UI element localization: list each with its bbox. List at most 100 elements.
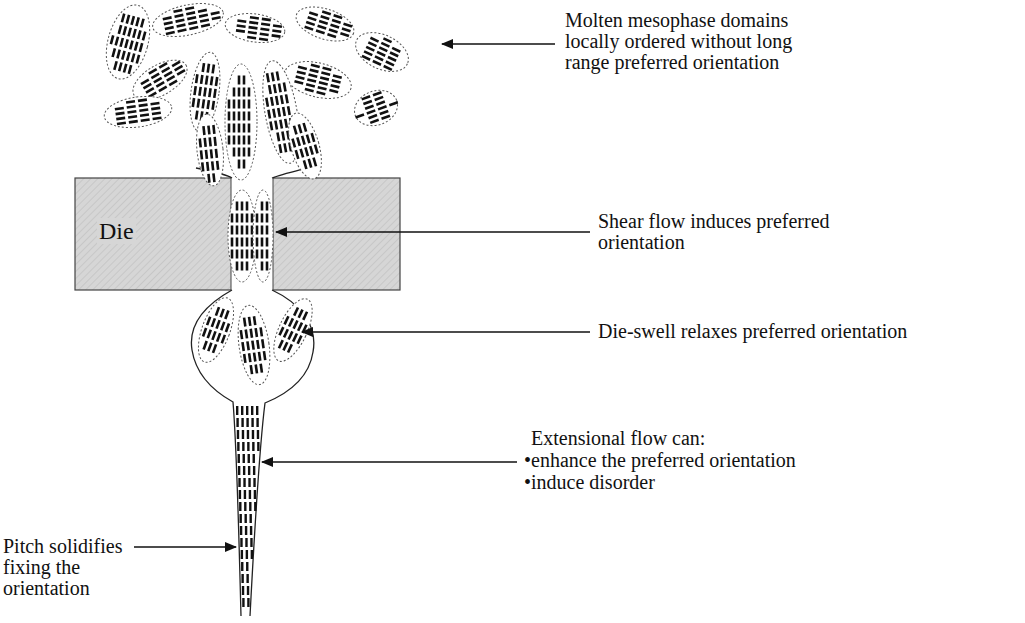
molecule-bar (219, 308, 225, 317)
molecule-bar (306, 83, 315, 88)
molecule-bar (238, 124, 241, 133)
molecule-bar (311, 64, 320, 69)
molecule-bar (246, 238, 249, 247)
molecule-bar (138, 103, 147, 107)
molecule-bar (150, 102, 159, 106)
molecule-bar (314, 144, 319, 153)
molecule-bar (208, 137, 212, 146)
molecule-bar (145, 87, 154, 94)
molecule-bar (172, 60, 181, 67)
molecule-bar (305, 88, 314, 93)
molecule-bar (236, 250, 239, 259)
molecule-bar (372, 60, 381, 66)
leader-arrow (134, 546, 236, 547)
molecule-bar (261, 238, 264, 247)
molecule-bar (200, 150, 204, 159)
molecule-bar (257, 430, 259, 439)
molecule-bar (374, 96, 383, 102)
molecule-bar (251, 550, 253, 559)
molecule-bar (128, 115, 137, 119)
molecule-bar (169, 79, 178, 86)
molecule-bar (211, 101, 215, 110)
molecule-bar (201, 23, 210, 27)
molecule-bar (241, 214, 244, 223)
molecule-bar (122, 26, 127, 35)
molecule-bar (185, 6, 194, 10)
molecule-bar (260, 32, 269, 36)
domain-outline (191, 293, 241, 366)
molecule-bar (212, 125, 216, 134)
mesophase-domains (99, 0, 415, 387)
molecule-bar (246, 406, 248, 415)
molecule-bar (383, 65, 392, 71)
molecule-bar (131, 53, 136, 62)
molecule-bar (115, 107, 124, 111)
molecule-bar (266, 238, 269, 247)
molecule-bar (173, 9, 182, 13)
molecule-bar (130, 16, 135, 25)
molecule-bar (213, 89, 217, 98)
molecule-bar (195, 110, 199, 119)
molecule-bar (355, 113, 364, 119)
molecule-bar (138, 98, 147, 102)
molecule-bar (241, 562, 243, 571)
molecule-bar (210, 149, 214, 158)
molecule-bar (246, 418, 248, 427)
molecule-bar (239, 502, 241, 511)
molecule-bar (174, 14, 183, 18)
molecule-bar (340, 32, 349, 37)
molecule-bar (163, 16, 172, 20)
molecule-bar (216, 333, 222, 342)
molecule-bar (164, 71, 173, 78)
molecule-bar (233, 136, 236, 145)
molecule-bar (381, 114, 390, 120)
domain-outline (349, 25, 414, 79)
domain (253, 190, 273, 282)
molecule-bar (247, 586, 249, 595)
molecule-bar (215, 77, 219, 86)
molecule-bar (253, 352, 257, 361)
domain (223, 10, 286, 46)
molecule-bar (301, 136, 306, 145)
molecule-bar (246, 562, 248, 571)
molecule-bar (124, 39, 129, 48)
molecule-bar (261, 339, 265, 348)
molecule-bar (297, 322, 303, 331)
molecule-bar (379, 110, 388, 116)
molecule-bar (307, 159, 312, 168)
molecule-bar (253, 454, 255, 463)
molecule-bar (207, 342, 213, 351)
molecule-bar (249, 514, 251, 523)
molecule-bar (240, 330, 244, 339)
molecule-bar (392, 47, 401, 53)
molecule-bar (137, 30, 142, 39)
molecule-bar (140, 78, 149, 85)
molecule-bar (140, 18, 145, 27)
molecule-bar (276, 71, 280, 80)
molecule-bar (177, 69, 186, 76)
molecule-bar (261, 23, 270, 27)
molecule-bar (129, 40, 134, 49)
molecule-bar (233, 148, 236, 157)
molecule-bar (258, 352, 262, 361)
molecule-bar (366, 109, 375, 115)
molecule-bar (266, 73, 270, 82)
molecule-bar (266, 262, 269, 271)
molecule-bar (243, 112, 246, 121)
molecule-bar (126, 52, 131, 61)
domain-outline (350, 85, 403, 132)
molecule-bar (241, 418, 243, 427)
molecule-bar (195, 74, 199, 83)
molecule-bar (236, 24, 245, 28)
molecule-bar (206, 316, 212, 325)
molecule-bar (201, 63, 205, 72)
molecule-bar (236, 226, 239, 235)
molecule-bar (252, 442, 254, 451)
molecule-bar (298, 309, 304, 318)
callout-text: Pitch solidifies fixing the orientation (3, 536, 133, 599)
molecule-bar (244, 329, 248, 338)
molecule-bar (274, 120, 278, 129)
molecule-bar (364, 50, 373, 56)
molecule-bar (306, 134, 311, 143)
molecule-bar (210, 76, 214, 85)
